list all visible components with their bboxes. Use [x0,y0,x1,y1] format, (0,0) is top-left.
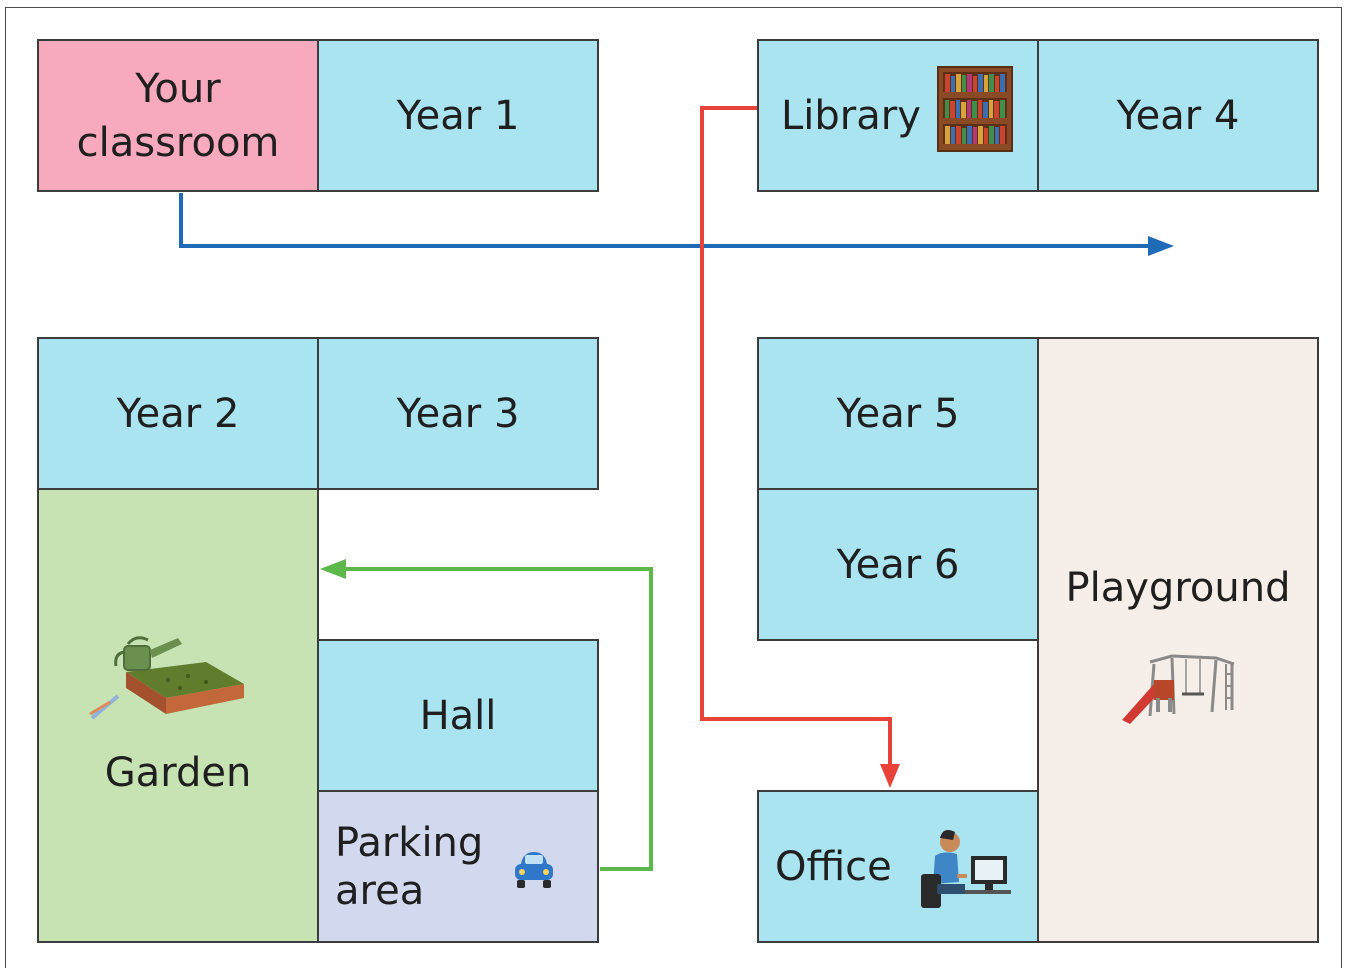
room-year-6: Year 6 [757,488,1039,641]
room-parking-area: Parking area [317,790,599,943]
blue-arrowhead [1148,236,1174,256]
room-label-year-4: Year 4 [1116,92,1240,139]
bookshelf-icon [937,66,1013,152]
map-frame [5,7,1342,968]
room-label-library: Library [781,92,921,139]
room-year-2: Year 2 [37,337,319,490]
room-label-playground: Playground [1065,565,1291,611]
room-year-5: Year 5 [757,337,1039,490]
room-year-3: Year 3 [317,337,599,490]
room-garden: Garden [37,488,319,943]
green-arrowhead [320,559,346,579]
blue-route [179,193,1174,256]
room-hall: Hall [317,639,599,792]
room-label-year-5: Year 5 [836,390,960,437]
red-route [700,106,900,788]
room-label-your-classroom: Your classroom [76,65,280,166]
room-year-4: Year 4 [1037,39,1319,192]
room-label-year-2: Year 2 [116,390,240,437]
room-label-garden: Garden [104,750,252,796]
green-route [320,559,653,871]
room-label-parking-area: Parking area [335,819,484,914]
room-label-hall: Hall [419,692,497,739]
room-label-year-6: Year 6 [836,541,960,588]
room-label-year-1: Year 1 [396,92,520,139]
swing-set-icon [1122,654,1235,724]
red-arrowhead [880,764,900,788]
room-label-year-3: Year 3 [396,390,520,437]
room-year-1: Year 1 [317,39,599,192]
car-icon [515,852,553,888]
room-label-office: Office [775,843,892,890]
room-playground: Playground [1037,337,1319,943]
garden-bed-icon [89,636,244,720]
room-your-classroom: Your classroom [37,39,319,192]
computer-user-icon [921,830,1011,908]
